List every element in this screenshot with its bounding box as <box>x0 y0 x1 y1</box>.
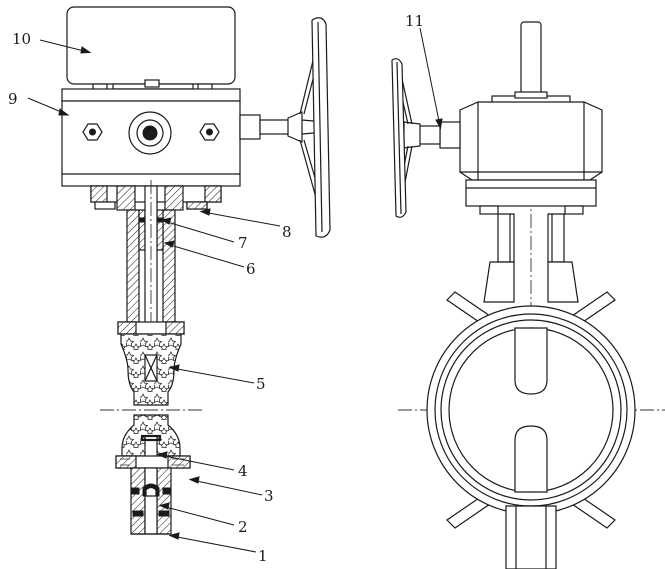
base-bolt-right <box>564 205 584 215</box>
leader-7 <box>163 220 235 243</box>
callout-labels: 10 9 8 7 6 5 4 3 2 1 11 <box>8 12 424 565</box>
gearbox-input-stem <box>520 21 542 101</box>
leader-lines <box>27 27 443 553</box>
bottom-neck <box>505 505 557 569</box>
neck-right <box>547 213 565 263</box>
leader-6 <box>166 243 245 268</box>
callout-2: 2 <box>238 518 248 536</box>
callout-7: 7 <box>238 234 248 252</box>
callout-6: 6 <box>246 260 256 278</box>
lower-body-wall-right <box>156 467 172 535</box>
handwheel-hub-right <box>403 121 421 149</box>
stem-seal-left <box>138 217 146 223</box>
callout-10: 10 <box>12 30 31 48</box>
callout-11: 11 <box>405 12 424 30</box>
worm-gearbox <box>459 101 603 181</box>
actuator-top-cover <box>66 6 236 85</box>
cover-nut-center <box>144 79 160 88</box>
leader-10 <box>39 39 89 53</box>
handwheel-shaft-boss <box>239 114 261 140</box>
leader-4 <box>159 454 235 471</box>
callout-1: 1 <box>258 547 268 565</box>
extension-tube-wall-right <box>162 209 176 323</box>
handwheel-hub <box>287 111 303 143</box>
callout-9: 9 <box>8 90 18 108</box>
extension-tube-wall-left <box>126 209 140 323</box>
handwheel-shaft <box>259 119 291 135</box>
disc-lower-stem <box>514 425 548 493</box>
gearbox-top-band <box>61 88 241 102</box>
disc-upper-stem <box>514 327 548 395</box>
leader-8 <box>202 211 281 227</box>
callout-5: 5 <box>256 375 266 393</box>
callout-4: 4 <box>238 462 248 480</box>
leader-5 <box>171 367 255 384</box>
callout-8: 8 <box>282 223 292 241</box>
lower-body-wall-left <box>130 467 146 535</box>
callout-3: 3 <box>264 487 274 505</box>
flange-bolt-left <box>94 201 116 210</box>
leader-3 <box>191 479 263 496</box>
neck-left <box>497 213 515 263</box>
leader-2 <box>161 505 235 526</box>
right-view <box>391 21 665 569</box>
leader-1 <box>171 535 257 553</box>
handwheel-rim <box>311 17 331 238</box>
gearbox-base-flange <box>465 179 597 207</box>
handwheel-shaft-right <box>439 121 461 149</box>
base-bolt-left <box>479 205 499 215</box>
leader-11 <box>419 27 441 127</box>
left-view <box>61 6 331 535</box>
